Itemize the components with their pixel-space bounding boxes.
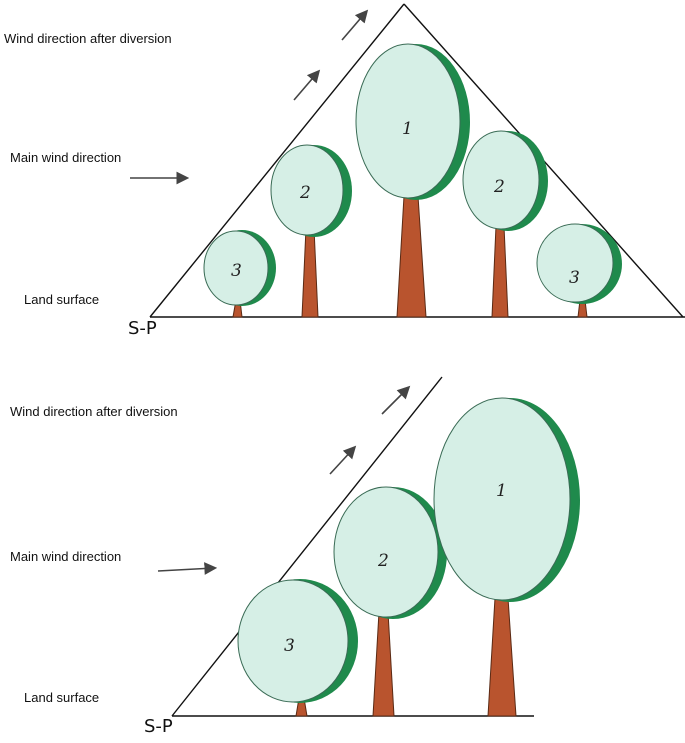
- tree-crown: [536, 223, 614, 303]
- tree-number: 3: [284, 636, 295, 656]
- tree-trunk: [372, 611, 395, 717]
- tree-trunk: [487, 597, 517, 717]
- tree-number: 3: [231, 261, 242, 281]
- wind-after-diversion-label: Wind direction after diversion: [4, 31, 172, 46]
- diverted-wind-arrow: [329, 445, 357, 475]
- panel-asymmetric: 3 2 1: [157, 376, 580, 717]
- tree-number: 2: [493, 177, 505, 197]
- tree-number: 1: [402, 119, 413, 139]
- main-wind-arrow: [157, 562, 218, 575]
- tree-number: 3: [569, 268, 580, 288]
- diverted-wind-arrow: [381, 385, 411, 415]
- tree-trunk: [491, 225, 509, 318]
- diverted-wind-arrow: [341, 9, 369, 41]
- main-wind-direction-label: Main wind direction: [10, 549, 122, 564]
- tree: 1: [355, 43, 470, 318]
- wind-after-diversion-label: Wind direction after diversion: [10, 404, 178, 419]
- tree: 1: [433, 397, 580, 717]
- land-surface-label: Land surface: [24, 690, 100, 705]
- tree-number: 1: [496, 481, 507, 501]
- tree-trunk: [301, 227, 319, 318]
- tree-number: 2: [377, 551, 389, 571]
- main-wind-direction-label: Main wind direction: [10, 150, 122, 165]
- wind-profile-left-edge: [149, 3, 405, 318]
- tree-crown: [237, 579, 349, 703]
- tree-crown: [270, 144, 344, 236]
- tree-crown: [333, 486, 439, 618]
- tree-crown: [355, 43, 461, 199]
- sp-label: S-P: [144, 716, 173, 737]
- tree-trunk: [396, 195, 427, 318]
- tree-number: 2: [299, 183, 311, 203]
- land-surface-label: Land surface: [24, 292, 100, 307]
- tree-crown: [433, 397, 571, 601]
- diverted-wind-arrow: [293, 69, 321, 101]
- tree-crown: [203, 230, 269, 306]
- tree-crown: [462, 130, 540, 230]
- tree: 3: [536, 223, 622, 318]
- wind-profile-slope: [171, 376, 443, 717]
- tree: 3: [203, 230, 276, 318]
- tree: 2: [462, 130, 548, 318]
- panel-symmetric: 3 2 1 2 3: [130, 3, 685, 318]
- tree: 3: [237, 579, 358, 717]
- tree: 2: [333, 486, 447, 717]
- tree: 2: [270, 144, 352, 318]
- sp-label: S-P: [128, 318, 157, 339]
